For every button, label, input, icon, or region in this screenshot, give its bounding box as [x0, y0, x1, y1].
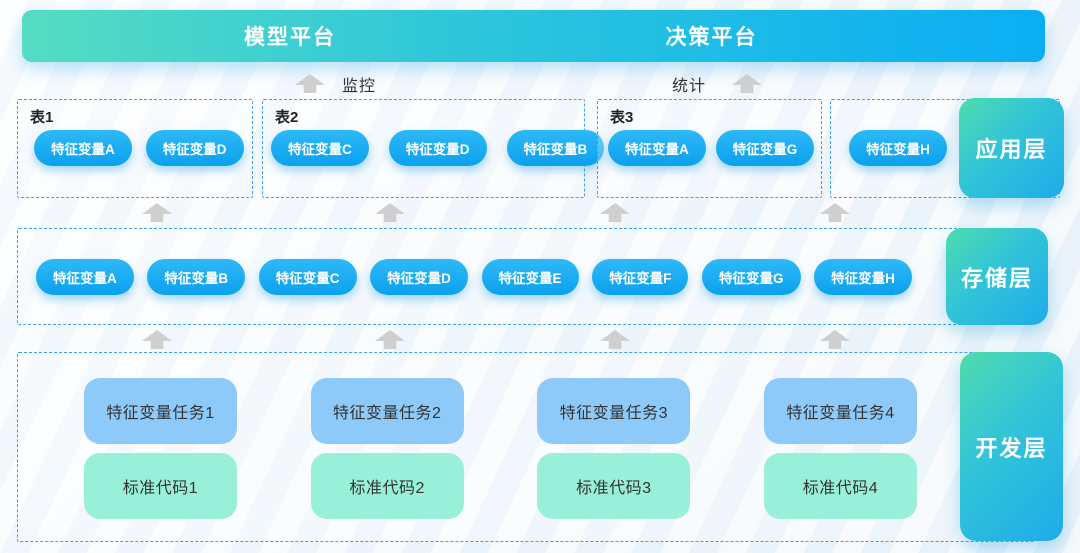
standard-code-card: 标准代码2 [310, 452, 464, 519]
model-platform-title: 模型平台 [244, 26, 337, 49]
pill-row: 特征变量C 特征变量D 特征变量B [263, 130, 605, 166]
up-arrow-icon [295, 74, 325, 93]
table-title: 表1 [30, 109, 54, 126]
feature-pill: 特征变量H [814, 258, 912, 295]
application-layer-label: 应用层 [959, 98, 1064, 198]
statistics-label: 统计 [672, 78, 707, 95]
feature-task-card: 特征变量任务4 [763, 378, 917, 444]
feature-task-card: 特征变量任务3 [537, 378, 691, 444]
up-arrow-icon [820, 330, 850, 349]
feature-pill: 特征变量G [715, 130, 815, 166]
storage-layer-box: 特征变量A 特征变量B 特征变量C 特征变量D 特征变量E 特征变量F 特征变量G 特征变量H [17, 228, 1035, 325]
feature-pill: 特征变量H [849, 130, 947, 166]
feature-pill: 特征变量C [271, 130, 369, 166]
decision-platform-title: 决策平台 [665, 26, 758, 49]
feature-pill: 特征变量B [506, 130, 605, 166]
up-arrow-icon [732, 74, 762, 93]
up-arrow-icon [600, 203, 630, 222]
feature-task-card: 特征变量任务1 [84, 378, 237, 444]
development-layer-label: 开发层 [960, 352, 1063, 541]
standard-code-card: 标准代码1 [84, 452, 237, 519]
up-arrow-icon [142, 203, 172, 222]
standard-code-card: 标准代码4 [763, 452, 917, 519]
up-arrow-icon [375, 203, 405, 222]
dev-group: 特征变量任务3 标准代码3 [537, 378, 691, 519]
feature-pill: 特征变量F [592, 258, 689, 295]
feature-pill: 特征变量B [147, 258, 246, 295]
pill-row: 特征变量H [831, 130, 1059, 166]
dev-group: 特征变量任务2 标准代码2 [310, 378, 464, 519]
table-title: 表2 [275, 109, 299, 126]
storage-layer-label: 存储层 [946, 228, 1048, 325]
feature-pill: 特征变量D [388, 130, 487, 166]
dev-group: 特征变量任务4 标准代码4 [763, 378, 917, 519]
up-arrow-icon [820, 203, 850, 222]
feature-pill: 特征变量A [608, 130, 706, 166]
feature-pill: 特征变量G [702, 258, 801, 295]
feature-pill: 特征变量D [370, 258, 468, 295]
application-table-box: 表1 特征变量A 特征变量D [17, 99, 253, 198]
pill-row: 特征变量A 特征变量D [18, 130, 252, 166]
up-arrow-icon [600, 330, 630, 349]
application-table-box: 表2 特征变量C 特征变量D 特征变量B [262, 99, 605, 198]
feature-pill: 特征变量D [145, 130, 244, 166]
dev-group: 特征变量任务1 标准代码1 [84, 378, 237, 519]
feature-pill: 特征变量E [481, 258, 579, 295]
table-title: 表3 [610, 109, 634, 126]
storage-pills: 特征变量A 特征变量B 特征变量C 特征变量D 特征变量E 特征变量F 特征变量G 特征变量H [18, 258, 1034, 295]
monitoring-label: 监控 [342, 78, 377, 95]
feature-pill: 特征变量A [34, 130, 132, 166]
platform-bar: 模型平台 决策平台 [22, 10, 1045, 62]
standard-code-card: 标准代码3 [537, 452, 691, 519]
feature-pill: 特征变量C [258, 258, 357, 295]
up-arrow-icon [142, 330, 172, 349]
feature-pill: 特征变量A [36, 258, 134, 295]
feature-task-card: 特征变量任务2 [310, 378, 464, 444]
up-arrow-icon [375, 330, 405, 349]
